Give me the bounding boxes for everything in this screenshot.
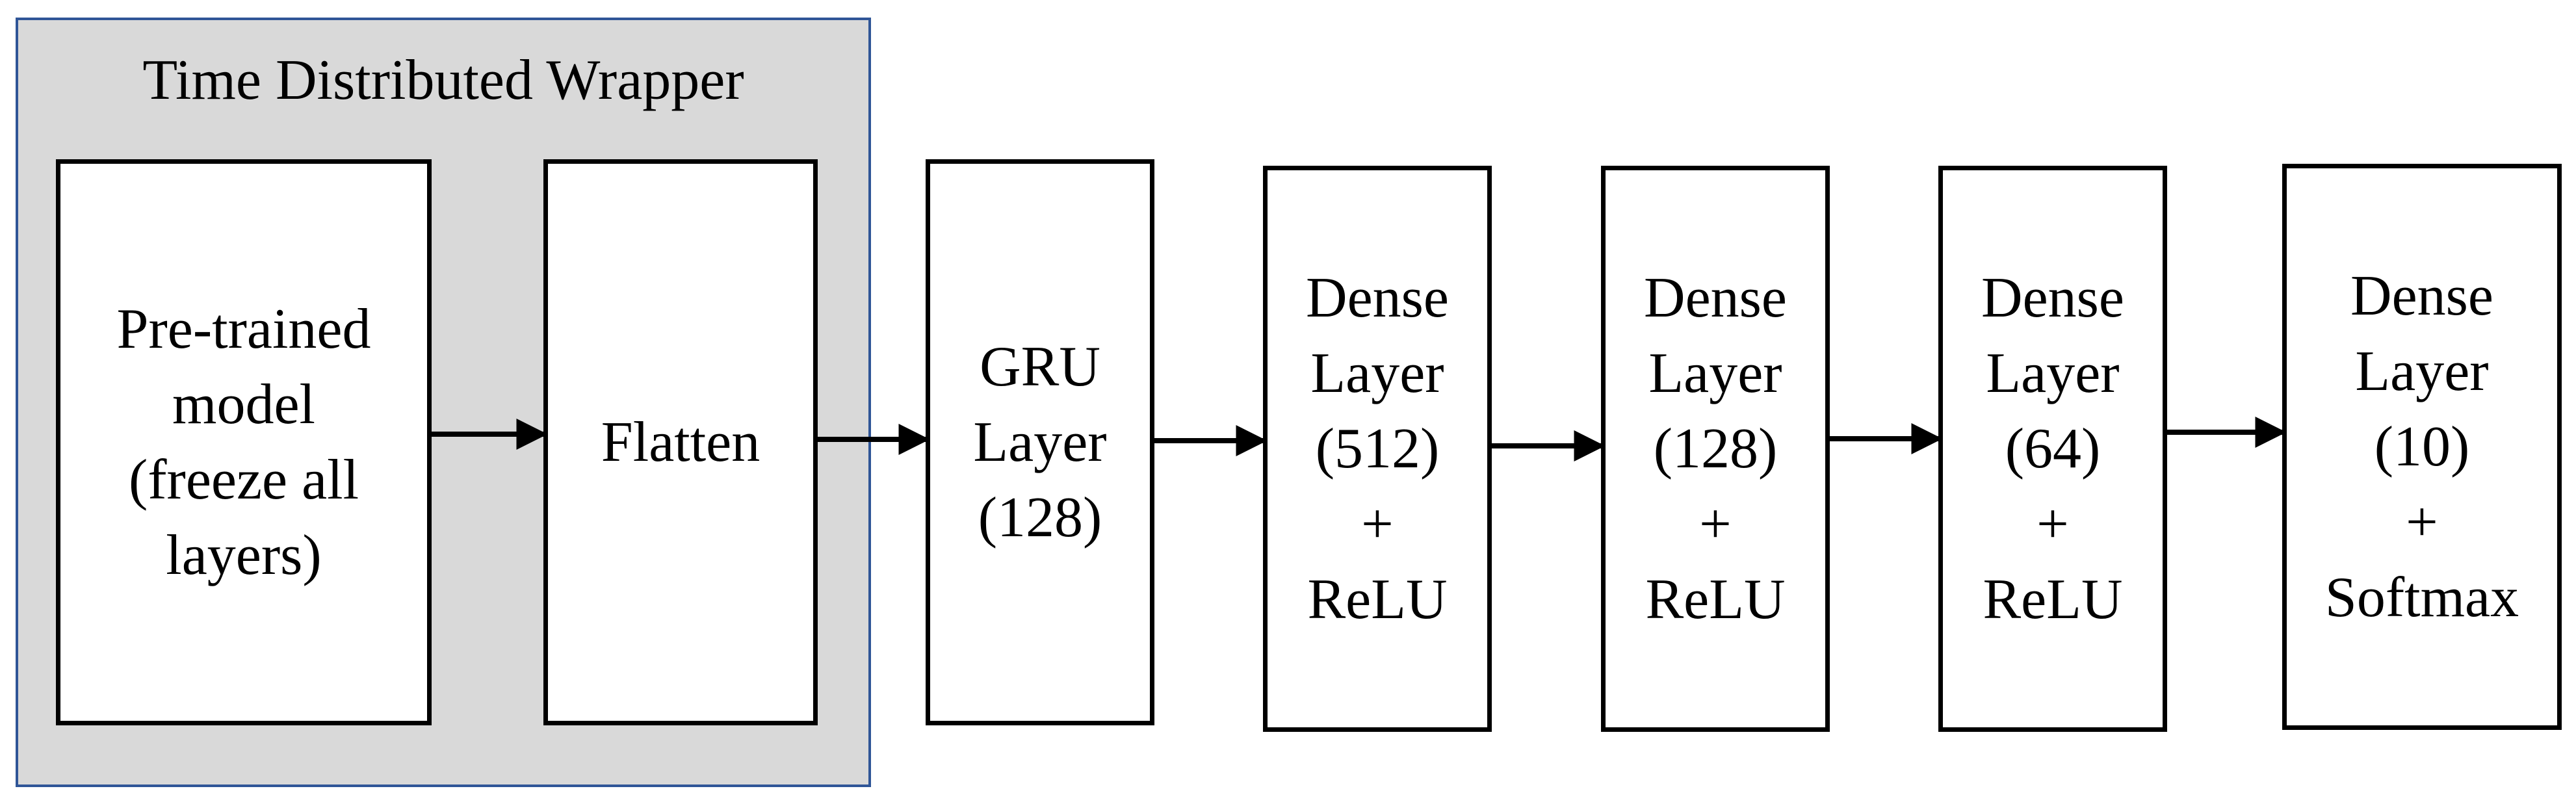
gru-layer-label: GRU Layer (128): [973, 335, 1107, 549]
wrapper-title: Time Distributed Wrapper: [142, 49, 744, 112]
dense-512-label: Dense Layer (512) + ReLU: [1306, 266, 1449, 631]
dense-128-block: Dense Layer (128) + ReLU: [1601, 166, 1830, 732]
flatten-block: Flatten: [543, 159, 818, 725]
dense-512-block: Dense Layer (512) + ReLU: [1263, 166, 1492, 732]
pretrained-model-block: Pre-trained model (freeze all layers): [56, 159, 432, 725]
pretrained-model-label: Pre-trained model (freeze all layers): [116, 297, 371, 587]
gru-layer-block: GRU Layer (128): [926, 159, 1154, 725]
dense-128-label: Dense Layer (128) + ReLU: [1644, 266, 1787, 631]
dense-64-block: Dense Layer (64) + ReLU: [1938, 166, 2167, 732]
flatten-label: Flatten: [601, 410, 761, 474]
dense-64-label: Dense Layer (64) + ReLU: [1981, 266, 2124, 631]
dense-10-label: Dense Layer (10) + Softmax: [2324, 264, 2519, 629]
